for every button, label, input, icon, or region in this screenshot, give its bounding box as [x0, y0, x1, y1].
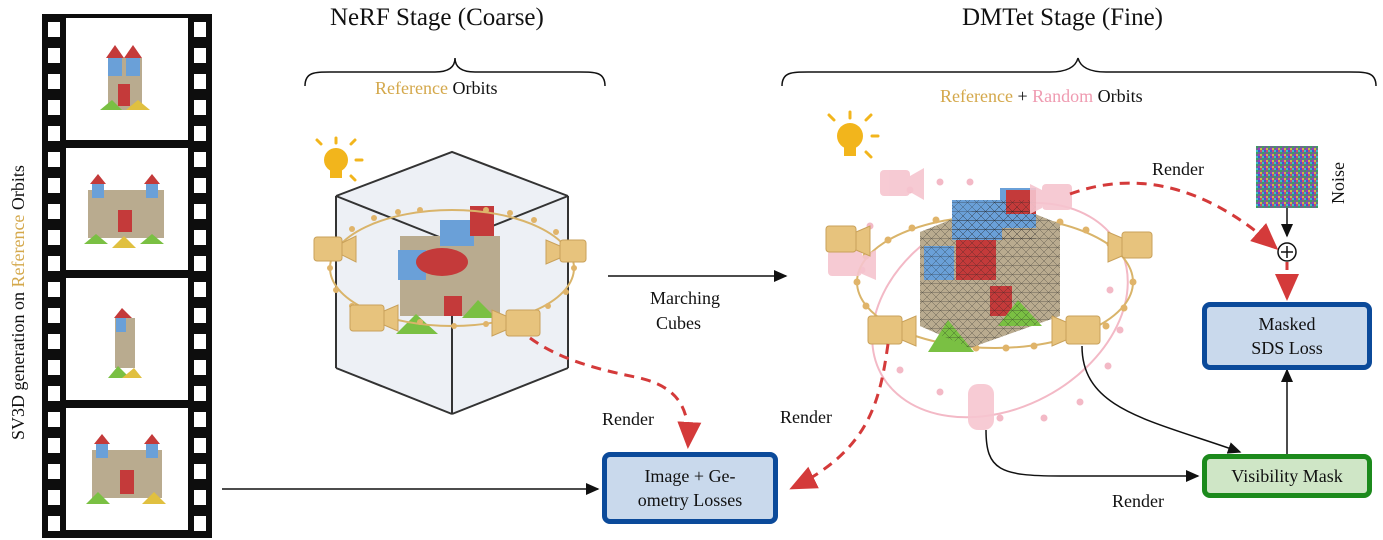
nerf-stage-title: NeRF Stage (Coarse) — [330, 4, 544, 31]
dmtet-render-arrow — [789, 343, 890, 490]
render-bottom-label: Render — [1112, 491, 1164, 511]
nerf-orbit-reference: Reference — [375, 78, 448, 98]
noise-image-icon — [1256, 146, 1318, 208]
nerf-brace — [304, 57, 606, 87]
nerf-cube — [335, 150, 569, 415]
dmtet-orbit-random: Random — [1032, 86, 1094, 106]
dmtet-orbit-word: Orbits — [1097, 86, 1143, 106]
left-label-suffix: Orbits — [8, 165, 28, 211]
dmtet-orbit-label: Reference + Random Orbits — [940, 86, 1143, 107]
noise-label: Noise — [1328, 162, 1348, 204]
image-geometry-losses-box: Image + Ge- ometry Losses — [602, 452, 778, 524]
nerf-orbit-word: Orbits — [452, 78, 498, 98]
cubes-label: Cubes — [656, 313, 701, 333]
left-label-prefix: SV3D generation on — [8, 292, 28, 440]
camera-icon — [828, 250, 876, 280]
image-losses-line1: Image + Ge- — [644, 466, 736, 486]
nerf-orbit-label: Reference Orbits — [375, 78, 497, 99]
camera-icon — [1051, 315, 1101, 347]
sds-line2: SDS Loss — [1251, 338, 1323, 358]
masked-sds-loss-box: Masked SDS Loss — [1202, 302, 1372, 370]
camera-icon — [867, 315, 917, 347]
castle-render-icon — [108, 308, 142, 378]
nerf-render-arrow — [529, 336, 702, 449]
render-dmtet-label: Render — [780, 407, 832, 427]
camera-icon — [1107, 231, 1153, 263]
render-top-label: Render — [1152, 159, 1204, 179]
dmtet-stage-title: DMTet Stage (Fine) — [962, 4, 1163, 31]
dmtet-orbit-plus: + — [1017, 86, 1028, 106]
dmtet-orbit-reference: Reference — [940, 86, 1013, 106]
light-bulb-icon — [827, 110, 880, 159]
visibility-mask-box: Visibility Mask — [1202, 454, 1372, 498]
reference-generation-label: SV3D generation on Reference Orbits — [8, 165, 29, 440]
camera-icon — [825, 225, 871, 257]
render-bottom-arrow — [985, 429, 1200, 482]
camera-icon — [313, 235, 357, 263]
castle-render-icon — [100, 45, 150, 110]
render-nerf-label: Render — [602, 409, 654, 429]
dmtet-brace — [781, 57, 1377, 87]
camera-icon — [880, 168, 924, 200]
marching-label: Marching — [650, 288, 720, 308]
camera-to-visibility-arrow — [1081, 345, 1242, 454]
light-bulb-icon — [315, 136, 364, 182]
camera-icon — [491, 309, 541, 337]
mesh-castle — [920, 188, 1060, 352]
render-top-arrow — [1069, 181, 1279, 250]
camera-icon — [1030, 184, 1072, 214]
image-losses-line2: ometry Losses — [637, 490, 743, 510]
castle-render-icon — [86, 434, 166, 504]
left-label-highlight: Reference — [8, 214, 28, 288]
camera-icon — [545, 239, 587, 265]
castle-render-icon — [84, 174, 164, 248]
camera-icon — [349, 304, 399, 332]
camera-icon — [968, 384, 994, 430]
sds-line1: Masked — [1258, 314, 1316, 334]
visibility-mask-label: Visibility Mask — [1231, 466, 1343, 486]
